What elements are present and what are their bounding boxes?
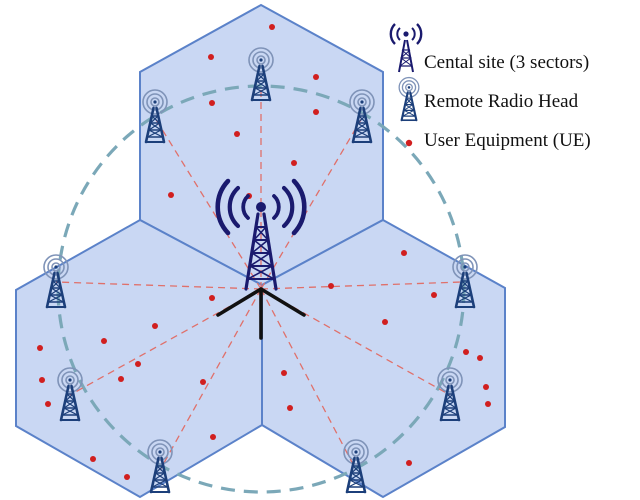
ue-dot (200, 379, 206, 385)
ue-dot (90, 456, 96, 462)
legend: Cental site (3 sectors) Remote Radio Hea… (389, 23, 591, 151)
ue-dot (485, 401, 491, 407)
ue-dot (328, 283, 334, 289)
legend-ue-icon (405, 139, 413, 147)
ue-dot (281, 370, 287, 376)
link-6 (159, 288, 262, 471)
legend-rrh-icon (398, 76, 420, 122)
legend-central-site-icon (389, 23, 423, 73)
ue-dot (101, 338, 107, 344)
link-3 (260, 117, 363, 290)
ue-dot (269, 24, 275, 30)
ue-dot (168, 192, 174, 198)
user-equipment (37, 24, 491, 480)
ue-dot (209, 100, 215, 106)
ue-dot (313, 109, 319, 115)
ue-dot (37, 345, 43, 351)
ue-dot (45, 401, 51, 407)
ue-dot (431, 292, 437, 298)
ue-dot (291, 160, 297, 166)
ue-dot (477, 355, 483, 361)
ue-dot (287, 405, 293, 411)
link-2 (154, 117, 262, 290)
ue-dot (124, 474, 130, 480)
link-9 (260, 288, 357, 471)
ue-dot (382, 319, 388, 325)
ue-dot (463, 349, 469, 355)
ue-dot (483, 384, 489, 390)
cell-sectors (15, 3, 506, 499)
ue-dot (118, 376, 124, 382)
ue-dot (209, 295, 215, 301)
legend-label-rrh: Remote Radio Head (424, 91, 579, 112)
link-4 (55, 281, 262, 290)
legend-label-central-site: Cental site (3 sectors) (424, 52, 589, 73)
ue-dot (39, 377, 45, 383)
ue-dot (210, 434, 216, 440)
ue-dot (135, 361, 141, 367)
legend-label-ue: User Equipment (UE) (424, 130, 591, 151)
link-7 (260, 281, 463, 290)
sector-right (261, 218, 506, 499)
ue-dot (313, 74, 319, 80)
ue-dot (234, 131, 240, 137)
coverage-ring (56, 84, 466, 494)
ue-dot (406, 460, 412, 466)
ue-dot (152, 323, 158, 329)
ue-dot (208, 54, 214, 60)
cell-tower-broadcast-icon (215, 178, 307, 340)
ue-dot (401, 250, 407, 256)
